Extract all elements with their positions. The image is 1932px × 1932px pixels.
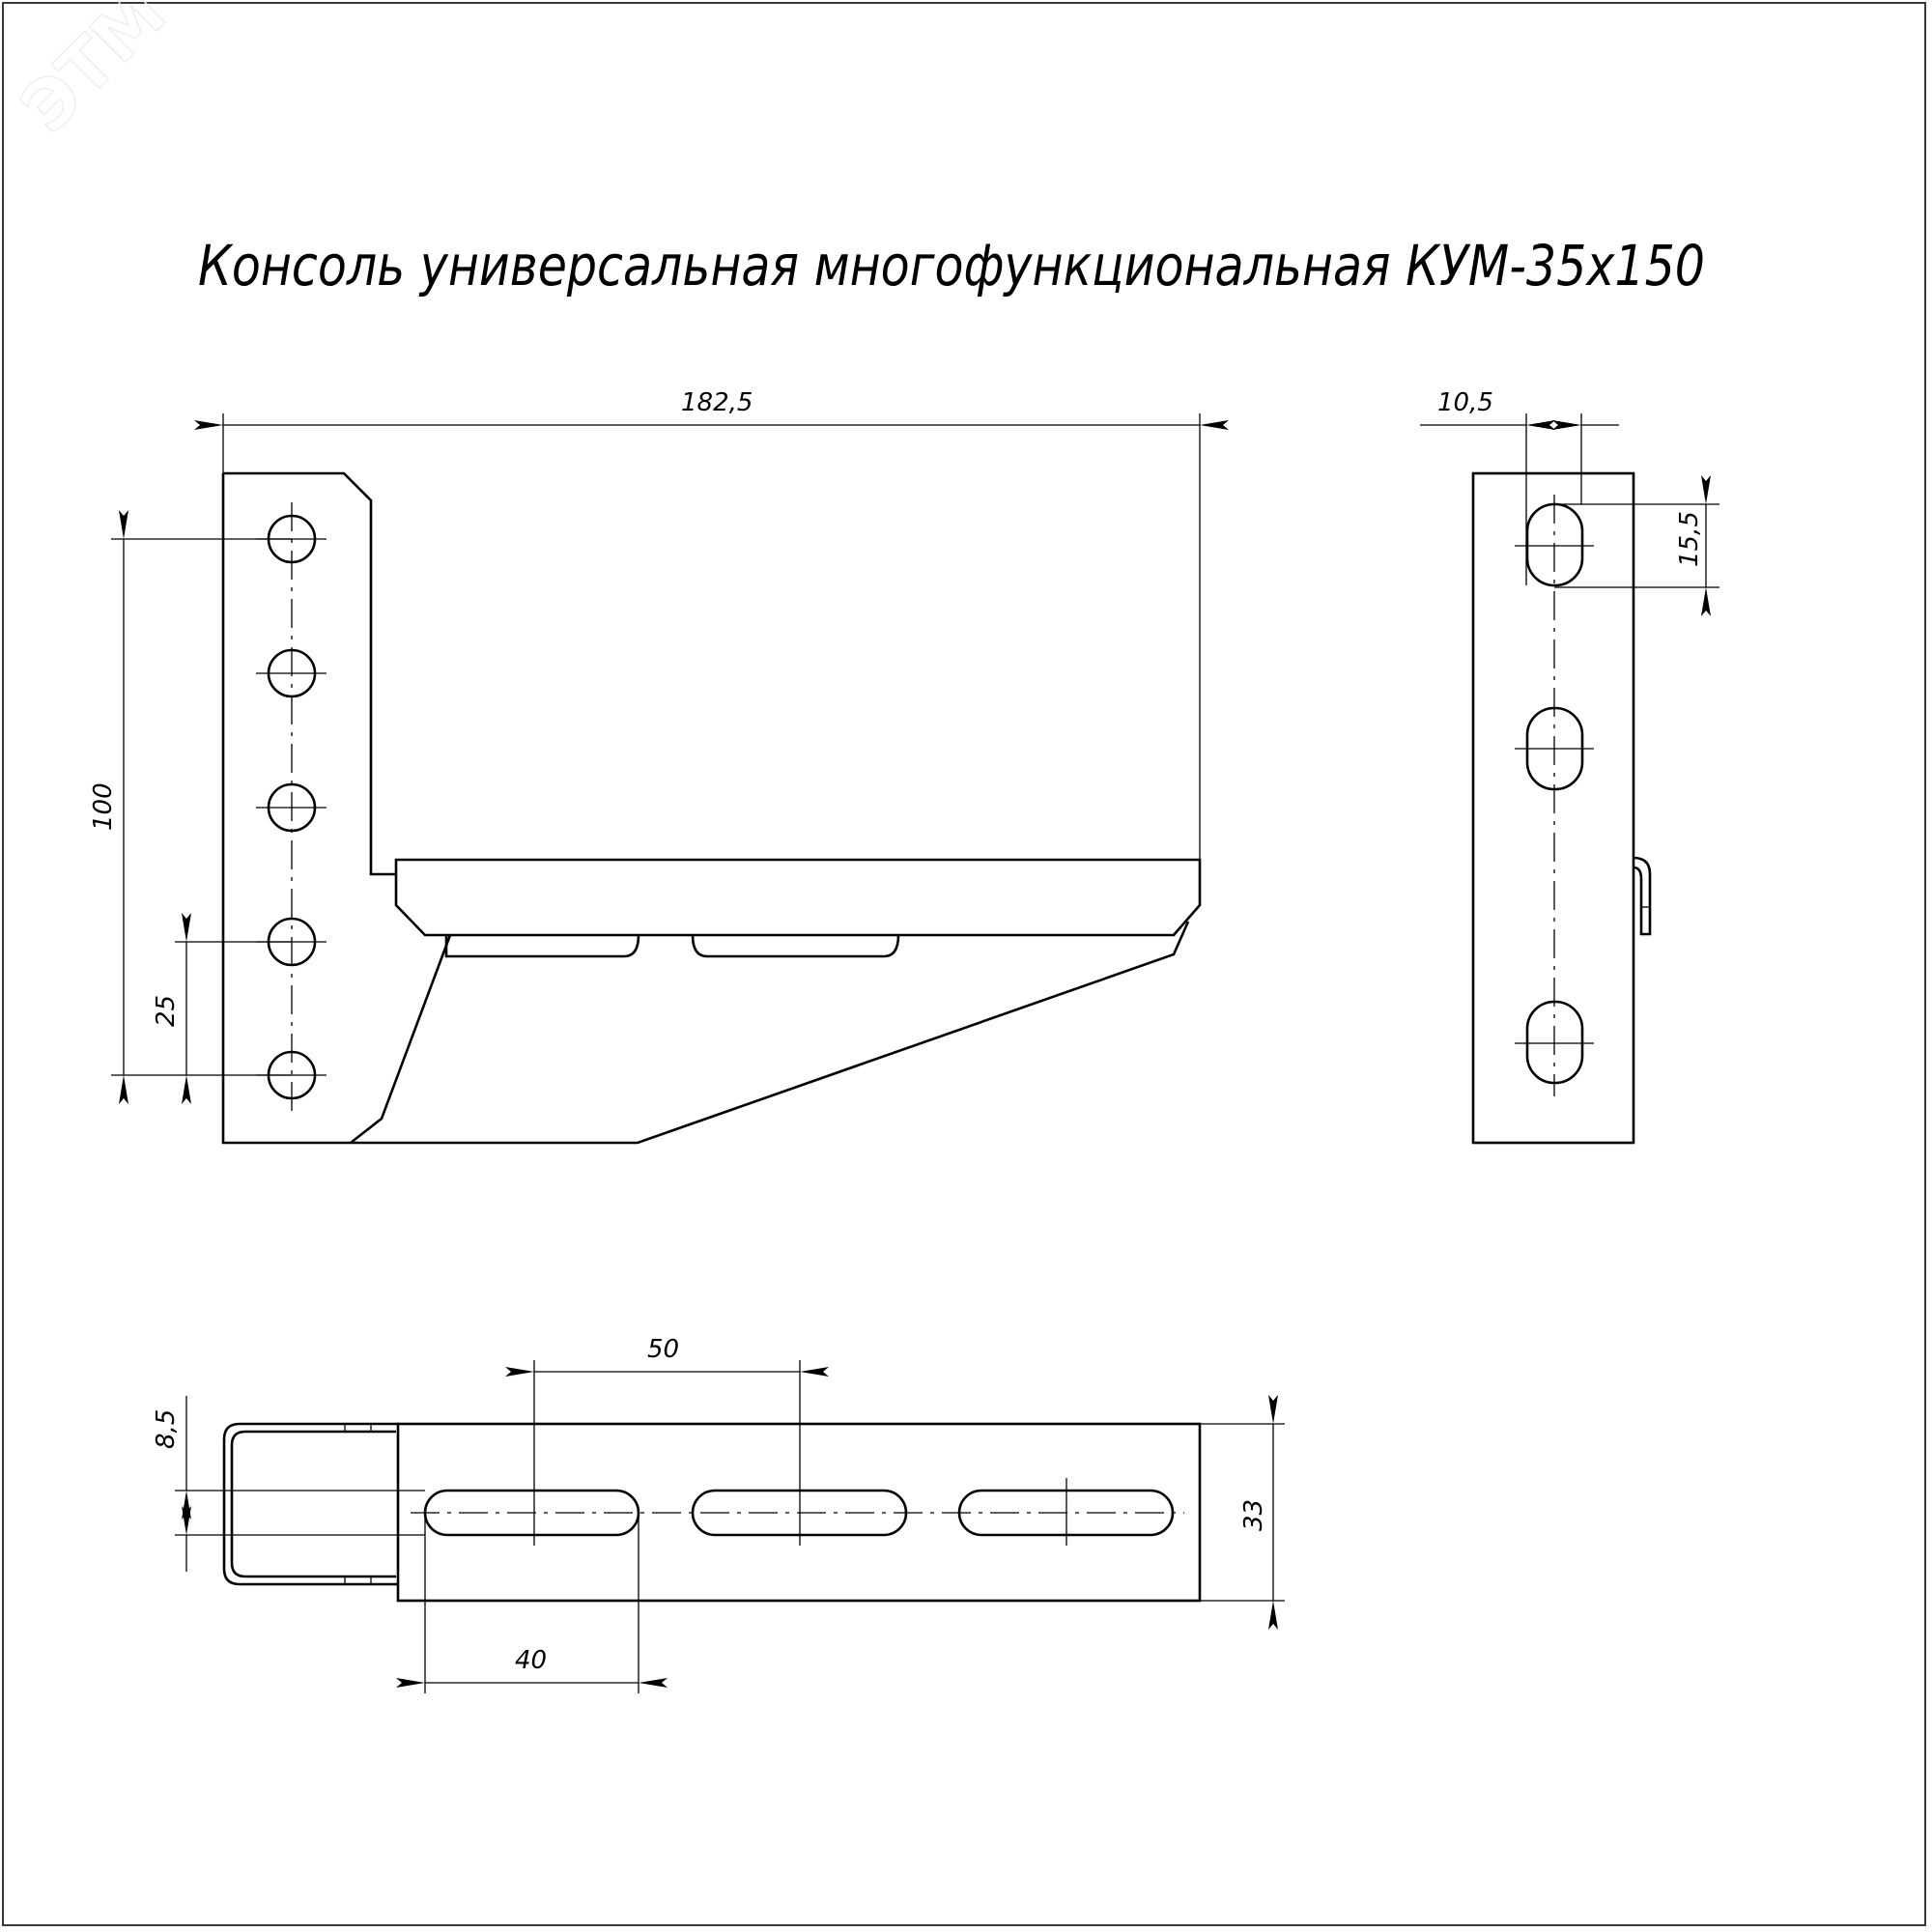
dimension-label-10-5: 10,5 <box>1437 388 1493 417</box>
dimension-top-width: 33 <box>1200 1395 1285 1630</box>
front-view: 182,5 100 25 <box>89 388 1229 1145</box>
drawing-title: Консоль универсальная многофункциональна… <box>198 233 1705 298</box>
dimension-top-slot-width: 8,5 <box>152 1396 425 1572</box>
dimension-label-25: 25 <box>152 995 181 1027</box>
dimension-slot-pitch: 50 <box>505 1335 829 1546</box>
dimension-slot-length: 40 <box>396 1513 668 1693</box>
top-view: 50 40 8,5 33 <box>152 1335 1285 1693</box>
bracket-hypotenuse <box>351 921 1190 1145</box>
top-view-outline <box>396 1422 1202 1603</box>
dimension-label-50: 50 <box>647 1335 679 1364</box>
front-view-outline <box>223 471 1202 937</box>
dimension-hole-span: 100 <box>89 510 292 1104</box>
dimension-side-slot-height: 15,5 <box>1554 475 1719 616</box>
dimension-overall-length: 182,5 <box>194 388 1229 860</box>
dimension-label-8-5: 8,5 <box>152 1409 181 1449</box>
side-view-outline <box>1471 471 1635 1145</box>
dimension-label-182-5: 182,5 <box>681 388 753 417</box>
watermark-logo: ЭТМ <box>6 0 182 148</box>
side-view: 10,5 15,5 <box>1420 388 1719 1145</box>
bottom-slot-1 <box>444 934 640 958</box>
side-hook <box>1633 856 1652 936</box>
bottom-slot-2 <box>691 934 900 958</box>
dimension-label-33: 33 <box>1239 1499 1268 1531</box>
mounting-holes <box>256 502 327 1111</box>
dimension-label-100: 100 <box>89 782 118 831</box>
dimension-side-slot-width: 10,5 <box>1420 388 1619 585</box>
dimension-label-15-5: 15,5 <box>1675 511 1704 567</box>
dimension-hole-pitch: 25 <box>152 913 292 1104</box>
dimension-label-40: 40 <box>515 1646 547 1675</box>
top-view-u-bracket <box>222 1422 398 1586</box>
